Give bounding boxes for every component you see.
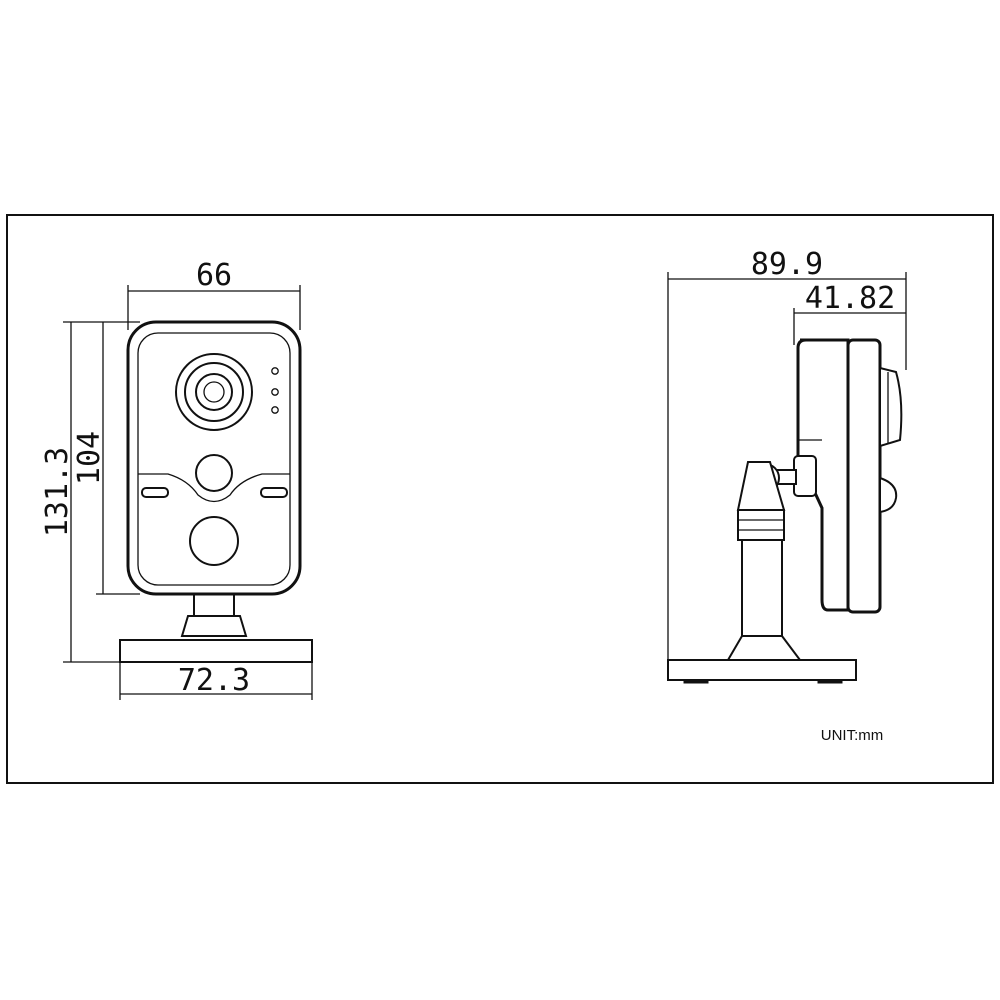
dim-front-height-body: 104 bbox=[72, 431, 107, 485]
stand-neck bbox=[193, 593, 235, 617]
base-foot-left bbox=[683, 679, 709, 684]
front-dimensions bbox=[63, 285, 313, 700]
swivel-connector bbox=[793, 455, 817, 497]
dim-front-height-total: 131.3 bbox=[40, 447, 75, 537]
dim-side-depth-partial: 41.82 bbox=[805, 281, 895, 316]
left-slot bbox=[141, 487, 169, 498]
base-foot-right bbox=[817, 679, 843, 684]
front-camera-face bbox=[137, 332, 291, 586]
dim-base-width: 72.3 bbox=[178, 663, 250, 698]
dim-front-width: 66 bbox=[196, 258, 232, 293]
stand-pole bbox=[741, 539, 783, 637]
panel-divider bbox=[138, 473, 290, 503]
pir-sensor-icon bbox=[195, 454, 233, 492]
indicator-led-icon bbox=[271, 367, 279, 414]
stand-foot bbox=[726, 635, 802, 661]
front-view bbox=[119, 320, 313, 663]
side-body-back bbox=[796, 338, 850, 612]
dim-side-depth-total: 89.9 bbox=[751, 247, 823, 282]
side-lens-icon bbox=[879, 366, 903, 448]
lens-icon bbox=[175, 353, 253, 431]
side-dimensions bbox=[667, 272, 907, 662]
stand-mount bbox=[180, 615, 248, 637]
drawing-frame bbox=[6, 214, 994, 784]
side-pir-icon bbox=[879, 476, 898, 514]
side-view bbox=[667, 338, 903, 684]
unit-label: UNIT:mm bbox=[821, 727, 884, 744]
right-slot bbox=[260, 487, 288, 498]
speaker-icon bbox=[189, 516, 239, 566]
front-base bbox=[119, 639, 313, 663]
side-base bbox=[667, 659, 857, 681]
side-front-plate bbox=[846, 338, 882, 614]
stand-collar bbox=[737, 509, 785, 541]
